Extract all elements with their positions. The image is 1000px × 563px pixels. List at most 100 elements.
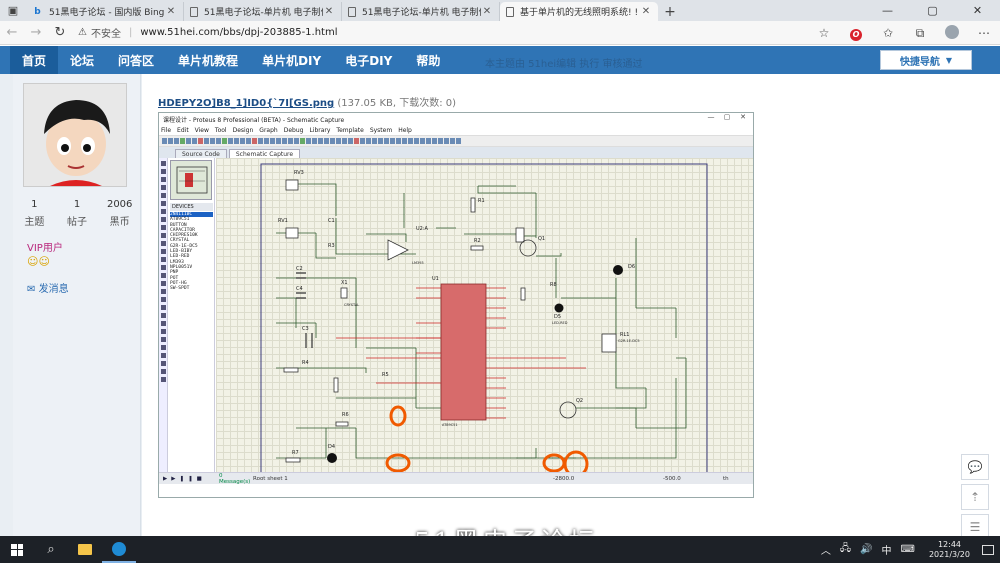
favorite-star-icon[interactable]: ☆ [818,26,830,40]
envelope-icon: ✉ [27,284,36,295]
schematic-label: C2 [296,266,303,272]
send-message-link[interactable]: ✉ 发消息 [27,280,69,295]
schematic-label: Q1 [538,236,545,242]
new-tab-button[interactable]: + [664,3,676,20]
schematic-label: R5 [382,372,389,378]
schematic-label: Q2 [576,398,583,404]
favorites-icon[interactable]: ✩ [882,26,894,40]
stat-posts[interactable]: 1 帖子 [56,199,99,228]
close-tab-icon[interactable]: ✕ [324,6,334,17]
chevron-up-icon[interactable]: ︿ [820,546,831,557]
back-to-top-icon[interactable]: ⇡ [961,484,989,510]
proteus-menu-item: System [369,126,393,134]
proteus-tool-strip [159,158,168,484]
coord-x: -2800.0 [553,475,575,482]
file-explorer-icon[interactable] [68,536,102,563]
tab-title: 51黑电子论坛 - 国内版 Bing [49,8,165,18]
proteus-overview [170,160,212,200]
schematic-label: CRYSTAL [344,303,359,307]
start-button[interactable] [0,536,34,563]
clock-time: 12:44 [937,539,962,549]
nav-qa[interactable]: 问答区 [118,53,155,68]
device-item: SW-SPDT [170,286,190,292]
browser-tab-4[interactable]: 基于单片机的无线照明系统! ! ✕ [500,2,658,21]
schematic-label: R3 [328,243,335,249]
close-icon[interactable]: ✕ [972,4,983,17]
network-icon[interactable]: 🖧 [839,543,852,554]
proteus-menu-item: File [161,126,172,134]
schematic-label: LM393 [412,261,424,265]
sheet-name: Root sheet 1 [253,475,288,482]
close-tab-icon[interactable]: ✕ [166,6,176,17]
schematic-label: C4 [296,286,303,292]
nav-help[interactable]: 帮助 [416,53,441,68]
maximize-icon[interactable]: ▢ [927,4,938,17]
schematic-label: RV1 [278,218,288,224]
device-list: 2N4111BC AT89C51 BUTTON CAPACITOR CHIPRE… [170,212,213,291]
schematic-label: X1 [341,280,348,286]
quick-nav-button[interactable]: 快捷导航 ▼ [880,50,972,70]
ime-indicator[interactable]: 中 [881,546,892,557]
profile-icon[interactable] [936,24,968,42]
minimize-icon[interactable]: — [882,4,893,17]
list-icon[interactable]: ☰ [961,514,989,540]
notification-icon[interactable] [982,544,994,555]
avatar[interactable] [23,83,127,187]
stat-label: 黑币 [109,217,130,228]
proteus-tab-source: Source Code [175,149,227,158]
more-menu-icon[interactable]: ⋯ [978,26,990,40]
schematic-label: U2:A [416,226,429,232]
edge-browser-icon[interactable] [102,536,136,563]
proteus-menu-item: Edit [177,126,189,134]
devices-header: DEVICES [170,203,213,211]
forward-icon[interactable]: → [30,25,42,40]
browser-tab-2[interactable]: 51黑电子论坛-单片机 电子制作D ✕ [184,2,342,21]
device-item: 2N4111BC [170,212,213,218]
close-tab-icon[interactable]: ✕ [482,6,492,17]
keyboard-icon[interactable]: ⌨ [900,544,915,555]
volume-icon[interactable]: 🔊 [860,544,873,555]
browser-tab-1[interactable]: b 51黑电子论坛 - 国内版 Bing ✕ [26,2,184,21]
nav-electronics-diy[interactable]: 电子DIY [345,53,393,68]
device-item: LM393 [170,259,184,265]
device-item: G2R-1E-DC5 [170,243,198,249]
tab-title: 51黑电子论坛-单片机 电子制作D [204,8,323,18]
cartoon-avatar-icon [24,84,126,186]
nav-mcu-diy[interactable]: 单片机DIY [262,53,322,68]
proteus-menu-item: Debug [283,126,304,134]
device-item: CRYSTAL [170,238,190,244]
comment-icon[interactable]: 💬 [961,454,989,480]
stat-coins[interactable]: 2006 黑币 [98,199,141,228]
url-field[interactable]: ⚠ 不安全 | www.51hei.com/bbs/dpj-203885-1.h… [78,24,858,42]
proteus-window-controls: — ▢ ✕ [703,113,751,125]
reload-icon[interactable]: ↻ [54,25,66,40]
user-group[interactable]: VIP用户 [27,243,63,254]
proteus-screenshot[interactable]: 课程设计 - Proteus 8 Professional (BETA) - S… [158,112,754,498]
nav-home[interactable]: 首页 [10,46,59,74]
device-item: NPL0051V [170,264,193,270]
nav-forum[interactable]: 论坛 [70,53,95,68]
close-tab-icon[interactable]: ✕ [641,6,651,17]
proteus-toolbar [159,135,753,147]
back-icon[interactable]: ← [6,25,18,40]
url-separator: | [128,27,133,38]
proteus-menu-item: Tool [214,126,227,134]
proteus-menu-item: Library [309,126,331,134]
tab-actions-icon[interactable]: ▣ [7,4,19,17]
attachment-link[interactable]: HDEPY2O]B8_1]ID0{`7I[GS.png [158,98,335,109]
browser-tab-3[interactable]: 51黑电子论坛-单片机 电子制作D ✕ [342,2,500,21]
attachment-line: HDEPY2O]B8_1]ID0{`7I[GS.png (137.05 KB, … [158,94,456,109]
window-controls: — ▢ ✕ [865,0,1000,21]
clock[interactable]: 12:44 2021/3/20 [929,540,970,560]
stat-threads[interactable]: 1 主题 [13,199,56,228]
nav-mcu-tutorial[interactable]: 单片机教程 [178,53,239,68]
page-icon [348,6,356,17]
extension-icon[interactable]: O [840,26,872,41]
post-body: HDEPY2O]B8_1]ID0{`7I[GS.png (137.05 KB, … [142,74,1000,536]
tab-title: 基于单片机的无线照明系统! ! [520,8,639,18]
collections-icon[interactable]: ⧉ [915,25,925,40]
schematic-label: RV3 [294,170,304,176]
search-icon[interactable]: ⌕ [47,542,55,557]
send-message-label: 发消息 [38,284,69,295]
stat-number: 2006 [106,199,133,210]
